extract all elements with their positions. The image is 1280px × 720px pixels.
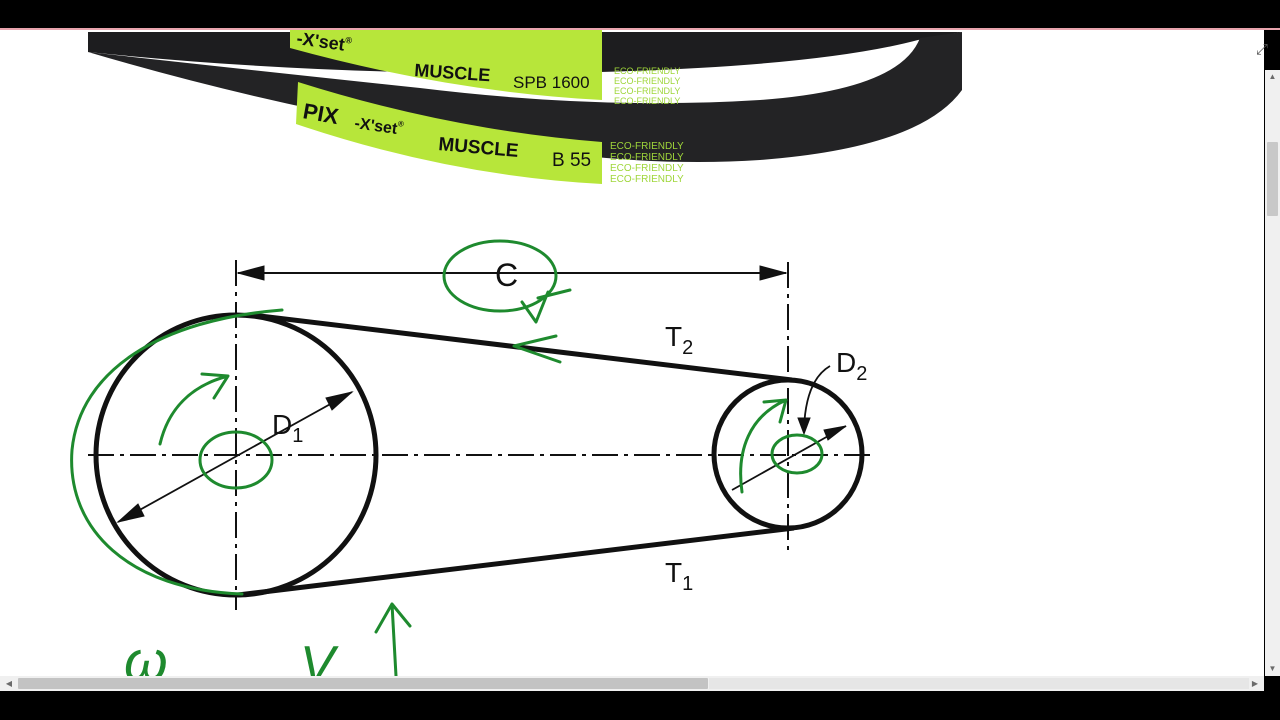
expand-icon[interactable]: ⤢ — [1255, 41, 1268, 58]
belt-upper-product: MUSCLE — [414, 60, 491, 85]
circle-center-large — [198, 430, 274, 490]
diagram-labels: C T2 T1 D1 D2 — [272, 257, 867, 595]
dimension-arrow-left — [236, 265, 265, 281]
belt-lower-line: -X'set® — [353, 113, 404, 139]
horizontal-scroll-track[interactable] — [709, 678, 1249, 689]
eco-label: ECO-FRIENDLY — [610, 174, 684, 185]
diameter-small-label: D2 — [836, 347, 867, 385]
belt-photo: -X'set® MUSCLE SPB 1600 ECO-FRIENDLY ECO… — [88, 30, 962, 185]
top-accent-line — [0, 28, 1280, 30]
diameter-large-arrow-a — [116, 503, 145, 523]
center-distance-label: C — [495, 257, 518, 293]
horizontal-scrollbar[interactable]: ◀ ▶ — [0, 676, 1264, 691]
eco-label: ECO-FRIENDLY — [614, 86, 680, 96]
dimension-arrow-right — [759, 265, 788, 281]
diameter-large-arrow-b — [325, 391, 354, 411]
top-black-bar — [0, 0, 1280, 29]
belt-label-lower — [296, 82, 602, 184]
eco-label: ECO-FRIENDLY — [610, 152, 684, 163]
belt-lower-size: B 55 — [552, 150, 591, 171]
rotation-arrow-large — [158, 372, 230, 446]
scroll-up-icon[interactable]: ▲ — [1268, 72, 1277, 81]
scroll-right-icon[interactable]: ▶ — [1251, 679, 1259, 688]
belt-front-loop — [88, 32, 962, 162]
belt-label-upper — [290, 30, 602, 100]
vertical-scrollbar[interactable]: ▲ ▼ — [1265, 70, 1280, 676]
belt-upper-size: SPB 1600 — [513, 73, 590, 92]
handwritten-symbols: ω V — [124, 629, 339, 676]
omega-annotation: ω — [124, 629, 168, 676]
tension-tight-label: T2 — [665, 321, 693, 359]
circle-center-small — [770, 433, 824, 475]
diameter-large-line — [117, 391, 353, 523]
velocity-arrow — [374, 602, 412, 676]
belt-span-slack — [237, 525, 795, 598]
circle-around-c — [442, 239, 558, 313]
diameter-small-arrow — [823, 425, 847, 441]
rotation-arrow-small — [739, 398, 788, 494]
belt-lower-eco: ECO-FRIENDLY ECO-FRIENDLY ECO-FRIENDLY E… — [610, 141, 684, 185]
scroll-left-icon[interactable]: ◀ — [5, 679, 13, 688]
eco-label: ECO-FRIENDLY — [610, 141, 684, 152]
bottom-black-bar — [0, 691, 1280, 720]
velocity-annotation: V — [300, 636, 339, 676]
eco-label: ECO-FRIENDLY — [614, 76, 680, 86]
belt-drive-diagram — [88, 260, 872, 610]
belt-drive-illustration: -X'set® MUSCLE SPB 1600 ECO-FRIENDLY ECO… — [70, 30, 962, 676]
tension-slack-label: T1 — [665, 557, 693, 595]
outline-large-pulley — [70, 308, 284, 596]
handwritten-annotations — [70, 239, 824, 676]
vertical-scroll-thumb[interactable] — [1267, 142, 1278, 216]
direction-arrow-belt — [512, 334, 562, 364]
belt-lower-brand: PIX — [301, 98, 341, 129]
image-canvas: -X'set® MUSCLE SPB 1600 ECO-FRIENDLY ECO… — [0, 30, 1264, 676]
v-mark-near-c — [520, 288, 572, 324]
eco-label: ECO-FRIENDLY — [614, 96, 680, 106]
diameter-small-leader-arrow — [797, 417, 811, 436]
eco-label: ECO-FRIENDLY — [610, 163, 684, 174]
diameter-large-label: D1 — [272, 409, 303, 447]
horizontal-scroll-thumb[interactable] — [18, 678, 708, 689]
scroll-down-icon[interactable]: ▼ — [1268, 664, 1277, 673]
eco-label: ECO-FRIENDLY — [614, 66, 680, 76]
belt-upper-eco: ECO-FRIENDLY ECO-FRIENDLY ECO-FRIENDLY E… — [614, 66, 680, 106]
